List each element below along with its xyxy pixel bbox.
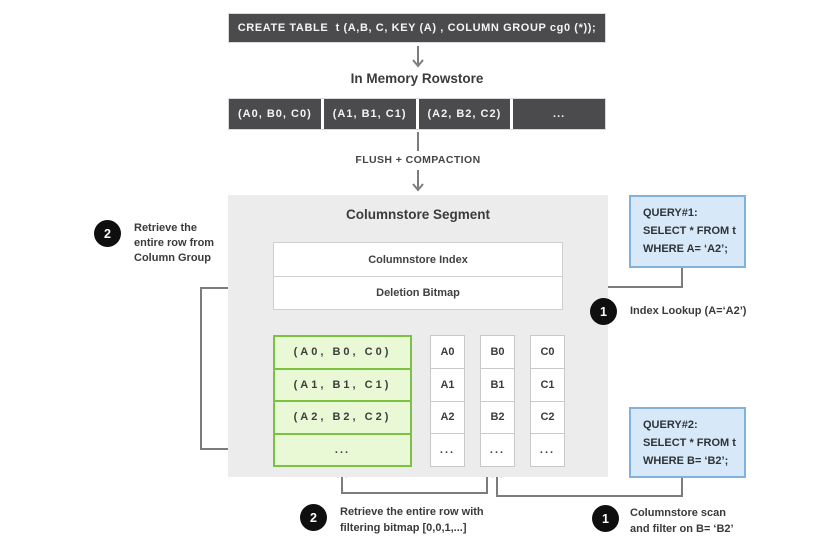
- rowstore-cell: (A0, B0, C0): [229, 99, 321, 129]
- query2-line: WHERE B= ‘B2’;: [643, 455, 729, 467]
- annotation-index-lookup: Index Lookup (A=‘A2’): [630, 305, 747, 317]
- annotation-line: entire row from: [134, 237, 215, 249]
- column-group-row: ...: [275, 432, 410, 466]
- rowstore-title: In Memory Rowstore: [350, 71, 484, 86]
- column-c-cell: ...: [531, 433, 564, 466]
- column-c-cell: C1: [531, 367, 564, 401]
- query2-line: QUERY#2:: [643, 419, 698, 431]
- rowstore-cell: (A1, B1, C1): [323, 99, 416, 129]
- column-group-row: (A2, B2, C2): [275, 400, 410, 433]
- annotation-line: filtering bitmap [0,0,1,...]: [340, 522, 467, 534]
- column-b-cell: B0: [490, 345, 505, 358]
- column-a-block: A0 A1 A2 ...: [430, 335, 465, 467]
- index-bitmap-stack: Columnstore Index Deletion Bitmap: [273, 242, 563, 310]
- annotation-line: and filter on B= ‘B2’: [630, 523, 734, 535]
- query1-line: SELECT * FROM t: [643, 225, 736, 237]
- column-a-cell: ...: [431, 433, 464, 466]
- column-a-cell: A2: [431, 400, 464, 434]
- query1-line: WHERE A= ‘A2’;: [643, 243, 728, 255]
- rowstore-cell: (A2, B2, C2): [418, 99, 511, 129]
- annotation-line: Retrieve the entire row with: [340, 506, 484, 518]
- column-c-cell: C2: [531, 400, 564, 434]
- rowstore-cell: ...: [513, 99, 605, 129]
- annotation-retrieve-row-group: Retrieve the entire row from Column Grou…: [134, 221, 214, 266]
- column-c-block: C0 C1 C2 ...: [530, 335, 565, 467]
- column-c-cell: C0: [540, 345, 555, 358]
- rowstore-bar: (A0, B0, C0) (A1, B1, C1) (A2, B2, C2) .…: [228, 98, 606, 130]
- column-b-cell: ...: [481, 433, 514, 466]
- column-b-block: B0 B1 B2 ...: [480, 335, 515, 467]
- annotation-line: Column Group: [134, 252, 211, 264]
- step-badge-2: 2: [94, 220, 121, 247]
- column-b-cell: B1: [481, 367, 514, 401]
- column-group-block: (A0, B0, C0) (A1, B1, C1) (A2, B2, C2) .…: [273, 335, 412, 467]
- column-group-row: (A1, B1, C1): [275, 367, 410, 401]
- annotation-line: Columnstore scan: [630, 507, 726, 519]
- annotation-retrieve-row-bitmap: Retrieve the entire row with filtering b…: [340, 504, 484, 536]
- column-a-cell: A0: [440, 345, 455, 358]
- query2-line: SELECT * FROM t: [643, 437, 736, 449]
- arrowhead-flush-to-segment: [412, 183, 424, 192]
- columnstore-index-bar: Columnstore Index: [368, 253, 468, 266]
- step-badge-2: 2: [300, 504, 327, 531]
- deletion-bitmap-bar: Deletion Bitmap: [274, 276, 562, 309]
- arrowhead-sql-to-rowstore: [412, 59, 424, 68]
- step-badge-1: 1: [590, 298, 617, 325]
- annotation-columnstore-scan: Columnstore scan and filter on B= ‘B2’: [630, 505, 734, 537]
- columnstore-segment-title: Columnstore Segment: [345, 207, 491, 222]
- query1-box: QUERY#1: SELECT * FROM t WHERE A= ‘A2’;: [629, 195, 746, 268]
- column-b-cell: B2: [481, 400, 514, 434]
- query2-box: QUERY#2: SELECT * FROM t WHERE B= ‘B2’;: [629, 407, 746, 478]
- step-badge-1: 1: [592, 505, 619, 532]
- flush-compaction-label: FLUSH + COMPACTION: [355, 154, 481, 166]
- column-a-cell: A1: [431, 367, 464, 401]
- annotation-line: Retrieve the: [134, 222, 197, 234]
- column-group-row: (A0, B0, C0): [293, 346, 392, 359]
- create-table-statement: CREATE TABLE t (A,B, C, KEY (A) , COLUMN…: [228, 13, 606, 43]
- query1-line: QUERY#1:: [643, 207, 698, 219]
